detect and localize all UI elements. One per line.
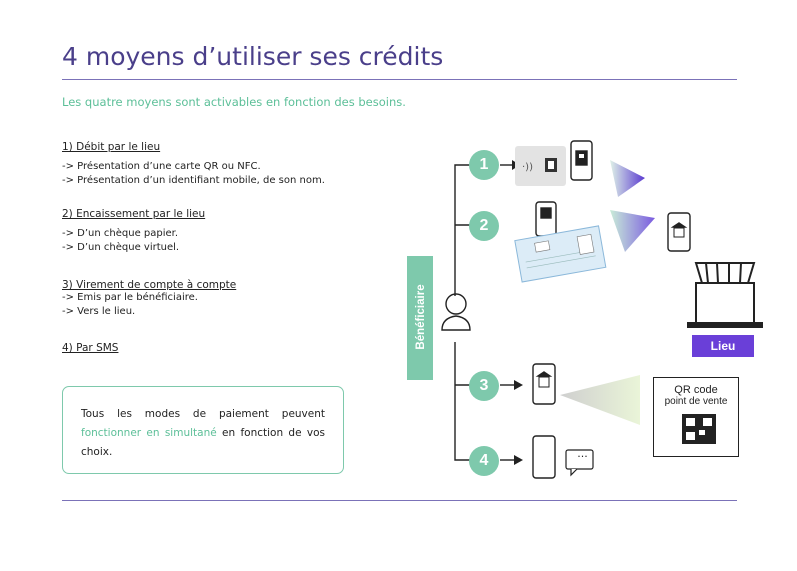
section-title: 4) Par SMS (62, 342, 119, 354)
smartphone-bank-icon (667, 212, 691, 252)
section-line: -> Emis par le bénéficiaire. (62, 292, 198, 303)
lieu-badge: Lieu (692, 335, 754, 357)
smartphone-sms-icon (532, 435, 556, 479)
qr-subtitle: point de vente (664, 396, 728, 407)
qr-code-icon (682, 414, 716, 444)
shop-icon (687, 262, 763, 328)
nfc-card-icon: ·)) (515, 146, 566, 186)
beneficiary-label: Bénéficiaire (415, 284, 427, 350)
svg-text:·)): ·)) (522, 162, 533, 173)
section-4: 4) Par SMS (62, 342, 118, 354)
transfer-triangle-2 (610, 210, 655, 252)
person-icon (441, 293, 471, 331)
section-3: 3) Virement de compte à compte -> Emis p… (62, 279, 236, 319)
smartphone-bank-icon-3 (532, 363, 556, 405)
section-1: 1) Débit par le lieu -> Présentation d’u… (62, 141, 325, 188)
simultaneous-note: Tous les modes de paiement peuvent fonct… (62, 386, 344, 474)
section-line: -> D’un chèque papier. (62, 228, 179, 239)
cheque-icon (514, 225, 607, 283)
connector-lines (454, 164, 514, 461)
qr-point-de-vente: QR code point de vente (653, 377, 739, 457)
section-2: 2) Encaissement par le lieu -> D’un chèq… (62, 208, 205, 255)
step-1-badge: 1 (469, 150, 499, 180)
smartphone-cheque-icon (535, 201, 557, 237)
sms-dots: ··· (577, 450, 588, 463)
qr-title: QR code (674, 384, 718, 396)
section-line: -> Présentation d’un identifiant mobile,… (62, 175, 325, 186)
section-title: 1) Débit par le lieu (62, 141, 161, 153)
arrow-heads (512, 160, 523, 465)
note-highlight: fonctionner en simultané (81, 427, 217, 439)
page-title: 4 moyens d’utiliser ses crédits (62, 42, 444, 71)
step-4-badge: 4 (469, 446, 499, 476)
footer-divider (62, 500, 737, 501)
sms-bubble-icon (565, 449, 594, 477)
page-subtitle: Les quatre moyens sont activables en fon… (62, 95, 406, 109)
smartphone-qr-icon (570, 140, 593, 181)
section-title: 2) Encaissement par le lieu (62, 208, 206, 220)
step-3-badge: 3 (469, 371, 499, 401)
transfer-triangle-3 (560, 375, 640, 425)
section-line: -> Présentation d’une carte QR ou NFC. (62, 161, 261, 172)
section-title: 3) Virement de compte à compte (62, 279, 237, 291)
step-2-badge: 2 (469, 211, 499, 241)
title-divider (62, 79, 737, 80)
note-text-before: Tous les modes de paiement peuvent (81, 408, 325, 420)
section-line: -> D’un chèque virtuel. (62, 242, 180, 253)
transfer-triangle-1 (610, 160, 645, 197)
beneficiary-bar (407, 256, 433, 380)
note-text-after: en fonction de vos choix. (81, 427, 325, 458)
section-line: -> Vers le lieu. (62, 306, 136, 317)
